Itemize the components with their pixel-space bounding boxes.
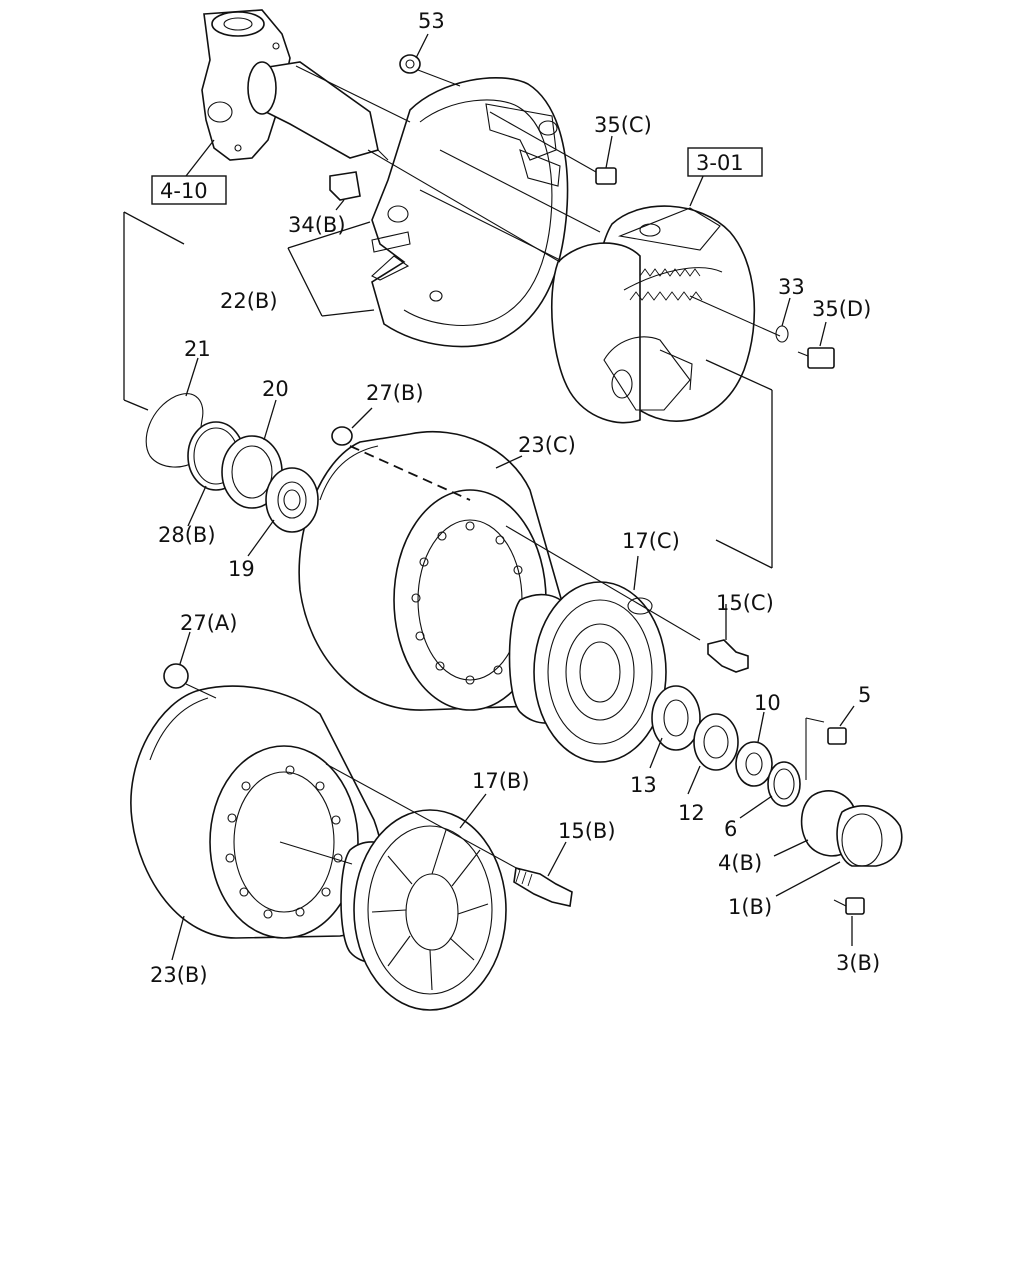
brake-drum-lower bbox=[130, 685, 385, 939]
callout-12: 12 bbox=[678, 801, 705, 825]
seal-12 bbox=[693, 713, 739, 771]
ref-box-3-01 bbox=[687, 147, 763, 177]
callout-13: 13 bbox=[630, 773, 657, 797]
bearing-13 bbox=[651, 685, 701, 751]
callout-20: 20 bbox=[262, 377, 289, 401]
callout-27a: 27(A) bbox=[180, 611, 237, 635]
steering-knuckle bbox=[201, 9, 389, 161]
callout-23c: 23(C) bbox=[518, 433, 576, 457]
bolt-3b bbox=[833, 897, 865, 915]
backing-plate bbox=[371, 77, 569, 348]
ref-box-4-10 bbox=[151, 175, 227, 205]
ref-label-4-10: 4-10 bbox=[160, 179, 208, 203]
callout-34b: 34(B) bbox=[288, 213, 346, 237]
bolt-34b bbox=[329, 171, 361, 201]
callout-33: 33 bbox=[778, 275, 805, 299]
callout-3b: 3(B) bbox=[836, 951, 880, 975]
seal-ring-21 bbox=[145, 393, 204, 468]
callout-27b: 27(B) bbox=[366, 381, 424, 405]
ref-label-3-01: 3-01 bbox=[696, 151, 744, 175]
callout-1b: 1(B) bbox=[728, 895, 772, 919]
wheel-hub-lower bbox=[340, 809, 507, 1011]
stud-15b bbox=[513, 867, 573, 907]
leader-lines bbox=[123, 33, 855, 961]
hub-cap-1b bbox=[836, 805, 903, 867]
callout-35c: 35(C) bbox=[594, 113, 652, 137]
bearing-19 bbox=[265, 467, 319, 533]
brake-shoe-assembly bbox=[550, 205, 756, 424]
callout-6: 6 bbox=[724, 817, 737, 841]
callout-22b: 22(B) bbox=[220, 289, 278, 313]
nut-27b bbox=[331, 426, 353, 446]
wheel-hub-upper bbox=[508, 581, 667, 763]
callout-15c: 15(C) bbox=[716, 591, 774, 615]
callout-19: 19 bbox=[228, 557, 255, 581]
callout-35d: 35(D) bbox=[812, 297, 871, 321]
bolt-35c bbox=[595, 167, 617, 185]
callout-28b: 28(B) bbox=[158, 523, 216, 547]
nut-10 bbox=[735, 741, 773, 787]
bolt-35d bbox=[797, 347, 835, 369]
stud-15c bbox=[707, 639, 749, 673]
callout-15b: 15(B) bbox=[558, 819, 616, 843]
assembly-axis-lines bbox=[185, 65, 825, 871]
nut-27a bbox=[163, 663, 189, 689]
callout-17c: 17(C) bbox=[622, 529, 680, 553]
lock-washer-6 bbox=[767, 761, 801, 807]
callout-5: 5 bbox=[858, 683, 871, 707]
callout-4b: 4(B) bbox=[718, 851, 762, 875]
callout-10: 10 bbox=[754, 691, 781, 715]
nut-53 bbox=[399, 54, 421, 74]
callout-23b: 23(B) bbox=[150, 963, 208, 987]
washer-33 bbox=[775, 325, 789, 343]
bolt-5 bbox=[827, 727, 847, 745]
callout-21: 21 bbox=[184, 337, 211, 361]
brake-drum-upper bbox=[298, 430, 573, 711]
callout-53: 53 bbox=[418, 9, 445, 33]
callout-17b: 17(B) bbox=[472, 769, 530, 793]
